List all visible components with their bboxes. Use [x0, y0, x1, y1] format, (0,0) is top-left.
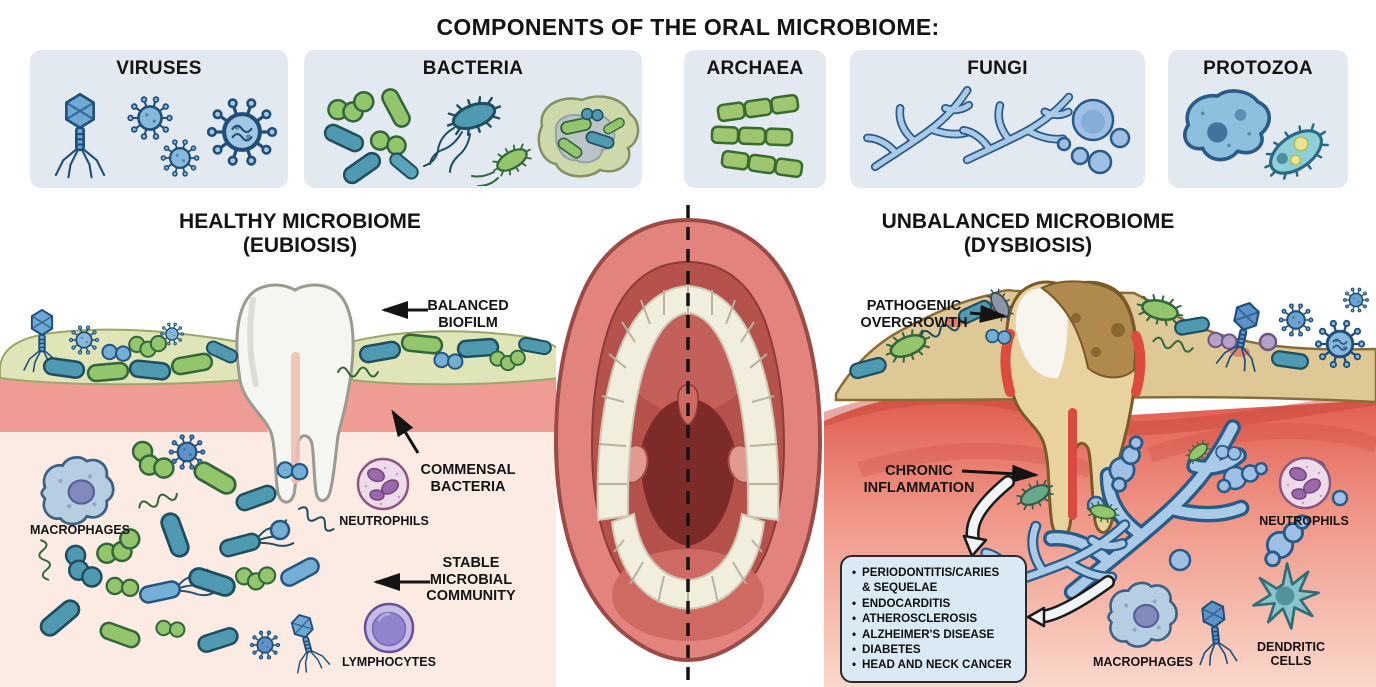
component-box-bacteria: BACTERIA — [304, 50, 642, 188]
open-mouth-illustration — [553, 196, 824, 687]
systemic-disease-list-box: PERIODONTITIS/CARIES & SEQUELAE ENDOCARD… — [840, 555, 1027, 683]
disease-item: DIABETES — [851, 642, 1018, 658]
segmented-rod-chain-icon — [710, 125, 794, 147]
segmented-rod-chain-icon — [720, 149, 804, 179]
hyphae-icon — [867, 90, 968, 166]
callout-commensal-bacteria: COMMENSAL BACTERIA — [420, 462, 516, 495]
teeth-separations — [598, 287, 778, 485]
teeth-separations — [613, 539, 763, 608]
callout-balanced-biofilm: BALANCED BIOFILM — [427, 298, 509, 331]
label-macrophages-left: MACROPHAGES — [29, 523, 130, 537]
macrophage-cell — [40, 455, 115, 526]
page-title: COMPONENTS OF THE ORAL MICROBIOME: — [436, 14, 940, 40]
virus-icons — [54, 92, 288, 179]
bacterial-colony-icon — [537, 95, 640, 178]
callout-chronic-inflammation: CHRONIC INFLAMMATION — [863, 463, 975, 496]
neutrophil-cell — [1278, 456, 1332, 510]
healthy-tooth — [235, 283, 355, 504]
component-box-archaea: ARCHAEA — [684, 50, 826, 188]
fungi-icons — [850, 86, 1131, 186]
pathogen-microbes — [847, 283, 1370, 381]
flagellated-bacterium-icon — [423, 89, 538, 186]
callout-arrows — [373, 301, 1039, 591]
component-label-fungi: FUNGI — [967, 58, 1028, 79]
label-macrophages-right: MACROPHAGES — [1092, 655, 1193, 669]
spiky-virus-icon — [160, 138, 200, 178]
consequence-arrows — [962, 475, 1115, 628]
lower-teeth — [610, 512, 766, 611]
label-lymphocytes-left: LYMPHOCYTES — [341, 655, 436, 669]
component-label-archaea: ARCHAEA — [706, 58, 804, 79]
spiky-virus-icon — [126, 95, 174, 141]
label-dendritic-cells: DENDRITIC CELLS — [1256, 640, 1326, 668]
archaea-icons — [710, 93, 804, 179]
commensal-bacteria-community — [35, 434, 337, 676]
disease-item: ATHEROSCLEROSIS — [851, 611, 1018, 627]
healthy-heading: HEALTHY MICROBIOME (EUBIOSIS) — [179, 210, 421, 258]
lymphocyte-cell — [363, 602, 415, 654]
unbalanced-heading: UNBALANCED MICROBIOME (DYSBIOSIS) — [881, 210, 1175, 258]
disease-list: PERIODONTITIS/CARIES & SEQUELAE ENDOCARD… — [851, 565, 1018, 673]
component-box-fungi: FUNGI — [850, 50, 1145, 188]
segmented-rod-chain-icon — [716, 93, 800, 123]
component-label-protozoa: PROTOZOA — [1203, 58, 1313, 79]
label-neutrophils-left: NEUTROPHILS — [339, 514, 429, 528]
protozoa-icons — [1183, 89, 1339, 186]
budding-yeast-icon — [1056, 98, 1131, 175]
component-box-viruses: VIRUSES — [30, 50, 288, 188]
bacteria-icons — [321, 86, 640, 186]
healthy-side-illustration — [0, 283, 561, 687]
callout-stable-microbial-community: STABLE MICROBIAL COMMUNITY — [426, 555, 516, 605]
hyphae-icon — [959, 86, 1070, 173]
amoeba-icon — [1183, 89, 1271, 162]
component-label-bacteria: BACTERIA — [422, 58, 524, 79]
callout-pathogenic-overgrowth: PATHOGENIC OVERGROWTH — [860, 298, 968, 331]
label-neutrophils-right: NEUTROPHILS — [1259, 514, 1349, 528]
bacteriophage-icon — [54, 92, 106, 179]
component-label-viruses: VIRUSES — [116, 58, 202, 79]
cocci-rods-cluster-icon — [321, 86, 422, 186]
macrophage-cell — [1107, 581, 1178, 648]
disease-item: PERIODONTITIS/CARIES & SEQUELAE — [851, 565, 1018, 596]
upper-teeth — [596, 284, 780, 522]
enveloped-virus-icon — [208, 100, 276, 165]
disease-item: HEAD AND NECK CANCER — [851, 657, 1018, 673]
component-box-protozoa: PROTOZOA — [1168, 50, 1348, 188]
disease-item: ALZHEIMER'S DISEASE — [851, 627, 1018, 643]
neutrophil-cell — [356, 457, 410, 511]
disease-item: ENDOCARDITIS — [851, 596, 1018, 612]
